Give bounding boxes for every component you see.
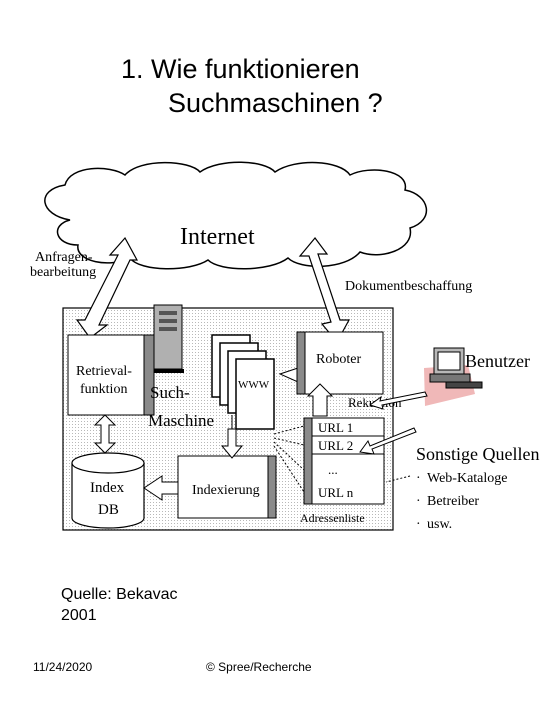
sources-list: · Web-Kataloge · Betreiber · usw.: [416, 471, 508, 532]
url1-label: URL 1: [318, 420, 353, 435]
source-line-2: 2001: [61, 607, 97, 624]
footer-date: 11/24/2020: [33, 660, 93, 674]
indexierung-box: [177, 455, 269, 519]
source-bullet-3: ·: [416, 517, 421, 532]
anfragen-label-2: bearbeitung: [30, 265, 96, 280]
retrieval-box: [67, 334, 145, 416]
index-db-cylinder: Index DB: [71, 452, 145, 529]
url-list: URL 1 URL 2 ... URL n: [303, 417, 385, 505]
indexierung-label: Indexierung: [192, 483, 260, 498]
source-item-3: usw.: [427, 517, 452, 532]
indexierung-to-db-arrow: [143, 475, 179, 501]
internet-cloud: [44, 161, 428, 270]
retrieval-db-arrow: [93, 414, 117, 454]
index-label-2: DB: [98, 502, 119, 518]
such-label-2: Maschine: [148, 411, 214, 430]
urln-label: URL n: [318, 485, 354, 500]
sources-dashed-link: [385, 475, 411, 483]
internet-label: Internet: [180, 224, 255, 250]
rekursion-arrow: [306, 383, 334, 417]
server-icon: [153, 304, 184, 373]
user-to-roboter-arrow: [368, 391, 428, 410]
user-computer-icon: [424, 347, 483, 406]
www-document-stack: WWW: [211, 334, 275, 430]
url2-label: URL 2: [318, 438, 353, 453]
sonstige-label: Sonstige Quellen:: [416, 444, 540, 464]
retrieval-label-1: Retrieval-: [76, 364, 132, 379]
www-to-indexierung-arrow: [220, 428, 244, 459]
title-line-1: 1. Wie funktionieren: [121, 54, 360, 84]
source-bullet-1: ·: [416, 471, 421, 486]
adressenliste-label: Adressenliste: [300, 511, 365, 525]
source-item-1: Web-Kataloge: [427, 471, 508, 486]
benutzer-label: Benutzer: [465, 351, 530, 371]
index-label-1: Index: [90, 480, 125, 496]
such-label-1: Such-: [150, 383, 190, 402]
source-citation: Quelle: Bekavac 2001: [61, 584, 178, 626]
url-dashed-links: [273, 425, 305, 493]
sources-to-urllist-arrow: [359, 427, 417, 455]
source-item-2: Betreiber: [427, 494, 479, 509]
url-dots-label: ...: [328, 462, 338, 477]
search-engine-diagram: Internet Anfragen- bearbeitung Dokumentb…: [30, 161, 540, 532]
source-bullet-2: ·: [416, 494, 421, 509]
source-line-1: Quelle: Bekavac: [61, 586, 178, 603]
footer-copyright: © Spree/Recherche: [206, 660, 312, 674]
title-line-2: Suchmaschinen ?: [168, 88, 383, 118]
www-label: WWW: [238, 379, 270, 391]
roboter-label: Roboter: [316, 352, 361, 367]
anfragen-label-1: Anfragen-: [35, 250, 93, 265]
retrieval-label-2: funktion: [80, 382, 127, 397]
dokument-label: Dokumentbeschaffung: [345, 279, 472, 294]
